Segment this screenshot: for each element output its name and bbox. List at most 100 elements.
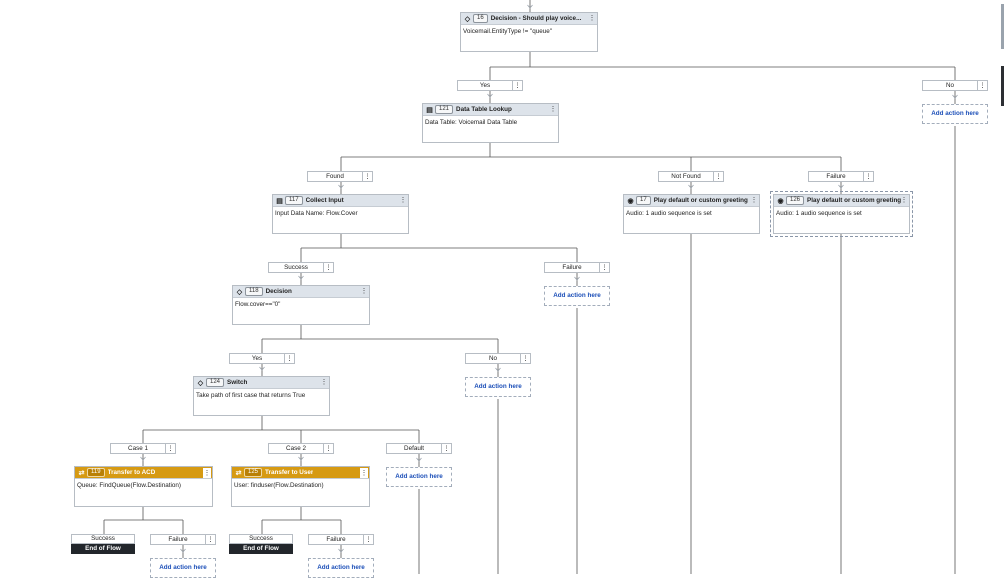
path-default[interactable]: Default⋮	[386, 443, 452, 454]
more-options-icon[interactable]: ⋮	[549, 106, 557, 113]
node-id-badge: 117	[285, 196, 303, 205]
outcome-success-user[interactable]: Success End of Flow	[229, 534, 293, 554]
more-options-icon[interactable]: ⋮	[900, 197, 908, 204]
path-menu-icon[interactable]: ⋮	[323, 263, 333, 272]
node-summary: Voicemail.EntityType != "queue"	[463, 28, 553, 35]
node-id-badge: 124	[206, 378, 225, 387]
add-action-button[interactable]: Add action here	[150, 558, 216, 578]
outcome-label: Success	[229, 534, 293, 544]
collect-input-icon: ▤	[276, 197, 283, 205]
node-summary: Flow.cover=="0"	[235, 301, 281, 308]
path-case-1[interactable]: Case 1 ⋮	[110, 443, 176, 454]
end-of-flow-badge: End of Flow	[229, 544, 293, 554]
node-id-badge: 16	[473, 14, 488, 23]
path-label: Failure	[562, 264, 582, 271]
more-options-icon[interactable]: ⋮	[399, 197, 407, 204]
path-label: Case 1	[128, 445, 148, 452]
path-label: Failure	[326, 536, 346, 543]
path-menu-icon[interactable]: ⋮	[363, 535, 373, 544]
path-label: Failure	[826, 173, 846, 180]
node-id-badge: 119	[87, 468, 105, 477]
node-summary: Take path of first case that returns Tru…	[196, 392, 306, 399]
data-table-icon: ▤	[426, 106, 433, 114]
path-no-118[interactable]: No⋮	[465, 353, 531, 364]
node-summary: User: finduser(Flow.Destination)	[234, 482, 324, 489]
path-case-2[interactable]: Case 2 ⋮	[268, 443, 334, 454]
add-action-button[interactable]: Add action here	[308, 558, 374, 578]
path-menu-icon[interactable]: ⋮	[284, 354, 294, 363]
scrollbar-thumb[interactable]	[1001, 66, 1004, 106]
path-label: Found	[326, 173, 344, 180]
path-menu-icon[interactable]: ⋮	[165, 444, 175, 453]
path-label: Case 2	[286, 445, 306, 452]
add-action-button[interactable]: Add action here	[465, 377, 531, 397]
add-action-button[interactable]: Add action here	[544, 286, 610, 306]
node-id-badge: 17	[636, 196, 651, 205]
transfer-icon: ⇄	[235, 469, 242, 477]
path-yes-118[interactable]: Yes ⋮	[229, 353, 295, 364]
path-label: No	[945, 82, 955, 89]
node-summary: Input Data Name: Flow.Cover	[275, 210, 358, 217]
node-title: Switch	[227, 379, 248, 386]
path-menu-icon[interactable]: ⋮	[512, 81, 522, 90]
path-menu-icon[interactable]: ⋮	[205, 535, 215, 544]
scrollbar-track[interactable]	[1001, 4, 1004, 49]
add-action-button[interactable]: Add action here	[386, 467, 452, 487]
node-summary: Audio: 1 audio sequence is set	[776, 210, 862, 217]
path-failure-117[interactable]: Failure ⋮	[544, 262, 610, 273]
audio-icon: ◉	[777, 197, 784, 205]
add-action-button[interactable]: Add action here	[922, 104, 988, 124]
node-title: Decision - Should play voice...	[490, 15, 582, 22]
node-title: Play default or custom greeting	[807, 197, 902, 204]
node-summary: Audio: 1 audio sequence is set	[626, 210, 712, 217]
more-options-icon[interactable]: ⋮	[750, 197, 758, 204]
path-menu-icon[interactable]: ⋮	[977, 81, 987, 90]
path-menu-icon[interactable]: ⋮	[323, 444, 333, 453]
node-title: Decision	[265, 288, 292, 295]
node-summary: Data Table: Voicemail Data Table	[425, 119, 518, 126]
path-menu-icon[interactable]: ⋮	[362, 172, 372, 181]
path-label: Not Found	[671, 173, 701, 180]
path-label: Success	[284, 264, 308, 271]
node-id-badge: 121	[435, 105, 454, 114]
path-menu-icon[interactable]: ⋮	[599, 263, 609, 272]
more-options-icon[interactable]: ⋮	[203, 468, 211, 478]
node-title: Transfer to User	[265, 469, 314, 476]
path-label: Yes	[251, 355, 263, 362]
node-title: Collect Input	[305, 197, 344, 204]
outcome-label: Success	[71, 534, 135, 544]
audio-icon: ◉	[627, 197, 634, 205]
path-menu-icon[interactable]: ⋮	[520, 354, 530, 363]
path-menu-icon[interactable]: ⋮	[863, 172, 873, 181]
path-no-16[interactable]: No ⋮	[922, 80, 988, 91]
transfer-icon: ⇄	[78, 469, 85, 477]
more-options-icon[interactable]: ⋮	[360, 468, 368, 478]
path-success-117[interactable]: Success ⋮	[268, 262, 334, 273]
more-options-icon[interactable]: ⋮	[320, 379, 328, 386]
path-menu-icon[interactable]: ⋮	[713, 172, 723, 181]
path-failure-121[interactable]: Failure ⋮	[808, 171, 874, 182]
outcome-failure-user[interactable]: Failure ⋮	[308, 534, 374, 545]
path-yes-16[interactable]: Yes⋮	[457, 80, 523, 91]
more-options-icon[interactable]: ⋮	[588, 15, 596, 22]
node-title: Data Table Lookup	[456, 106, 512, 113]
outcome-failure-acd[interactable]: Failure ⋮	[150, 534, 216, 545]
node-summary: Queue: FindQueue(Flow.Destination)	[77, 482, 181, 489]
node-title: Transfer to ACD	[107, 469, 156, 476]
path-menu-icon[interactable]: ⋮	[441, 444, 451, 453]
more-options-icon[interactable]: ⋮	[360, 288, 368, 295]
path-label: Failure	[168, 536, 188, 543]
path-not-found[interactable]: Not Found ⋮	[658, 171, 724, 182]
outcome-success-acd[interactable]: Success End of Flow	[71, 534, 135, 554]
path-found[interactable]: Found ⋮	[307, 171, 373, 182]
